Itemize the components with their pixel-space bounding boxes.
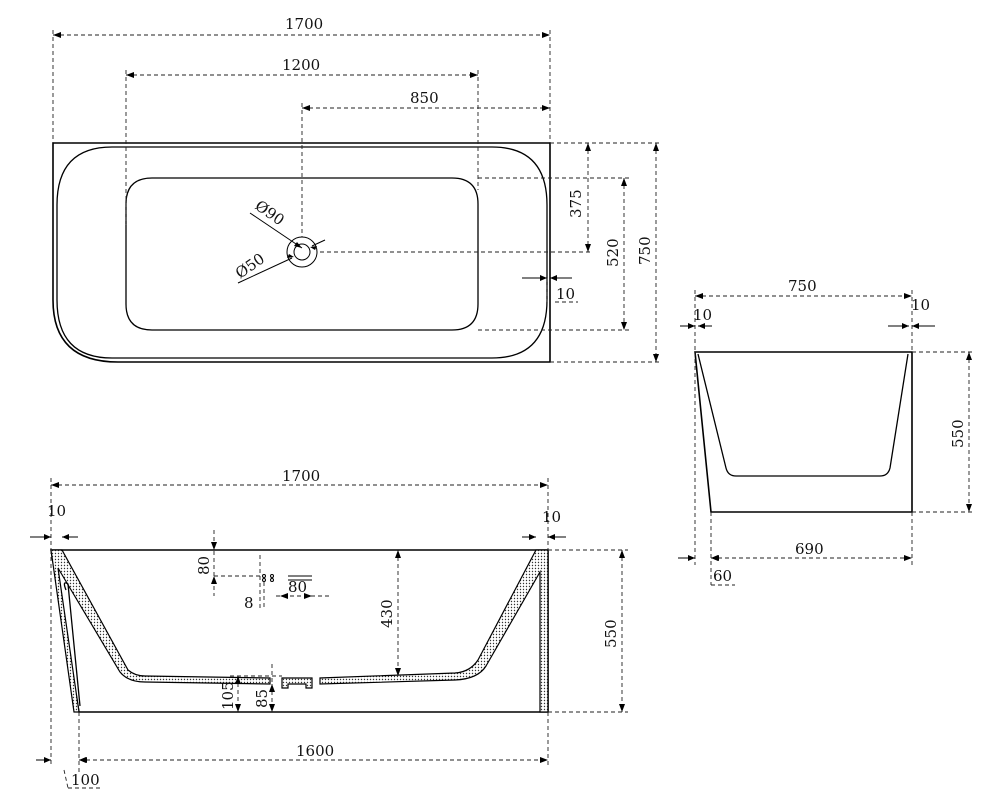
dim-side-left-rim: 10 bbox=[47, 502, 66, 520]
dim-side-right-rim: 10 bbox=[542, 508, 561, 526]
dim-overflow-width: 80 bbox=[288, 578, 307, 596]
dim-drain-offset: 850 bbox=[410, 89, 439, 107]
dim-inner-depth: 430 bbox=[378, 599, 396, 628]
dim-base-length: 1600 bbox=[296, 742, 334, 760]
end-view: 750 10 10 550 690 60 bbox=[678, 277, 975, 586]
dim-side-overall-length: 1700 bbox=[282, 467, 320, 485]
side-view-right-wall bbox=[319, 549, 549, 713]
dim-rim-edge: 10 bbox=[556, 285, 575, 303]
dim-end-height: 550 bbox=[949, 419, 967, 448]
end-view-inner bbox=[697, 353, 909, 477]
dim-overflow-diameter: Ø90 bbox=[252, 197, 288, 230]
side-view: 1700 10 10 80 8 80 430 bbox=[30, 467, 628, 789]
dim-top-overall-length: 1700 bbox=[285, 15, 323, 33]
dim-end-base-offset: 60 bbox=[713, 567, 732, 585]
top-view-basin bbox=[125, 177, 479, 331]
dim-top-overall-width: 750 bbox=[636, 236, 654, 265]
top-view-inner-rim bbox=[56, 146, 548, 359]
dim-end-left-rim: 10 bbox=[693, 306, 712, 324]
top-view-outline bbox=[52, 142, 551, 363]
dim-base-to-drain: 105 bbox=[219, 681, 237, 710]
drain-inner-icon bbox=[293, 243, 311, 261]
dim-overflow-gap: 8 bbox=[244, 594, 254, 612]
end-view-outline bbox=[694, 351, 913, 513]
dim-end-overall-width: 750 bbox=[788, 277, 817, 295]
dim-side-height: 550 bbox=[602, 619, 620, 648]
dim-end-right-rim: 10 bbox=[911, 296, 930, 314]
dim-base-offset: 100 bbox=[71, 771, 100, 789]
dim-end-base-width: 690 bbox=[795, 540, 824, 558]
dim-basin-width: 520 bbox=[604, 238, 622, 267]
side-view-left-wall bbox=[50, 549, 271, 713]
side-view-outline bbox=[50, 549, 549, 713]
dim-basin-length: 1200 bbox=[282, 56, 320, 74]
dim-drain-depth: 85 bbox=[253, 689, 271, 708]
side-view-left-slot bbox=[63, 582, 81, 707]
dim-drain-to-edge: 375 bbox=[567, 189, 585, 218]
side-view-drain bbox=[281, 677, 313, 689]
top-view: 1700 1200 850 Ø90 Ø50 10 bbox=[52, 15, 662, 363]
dim-overflow-drop: 80 bbox=[195, 556, 213, 575]
